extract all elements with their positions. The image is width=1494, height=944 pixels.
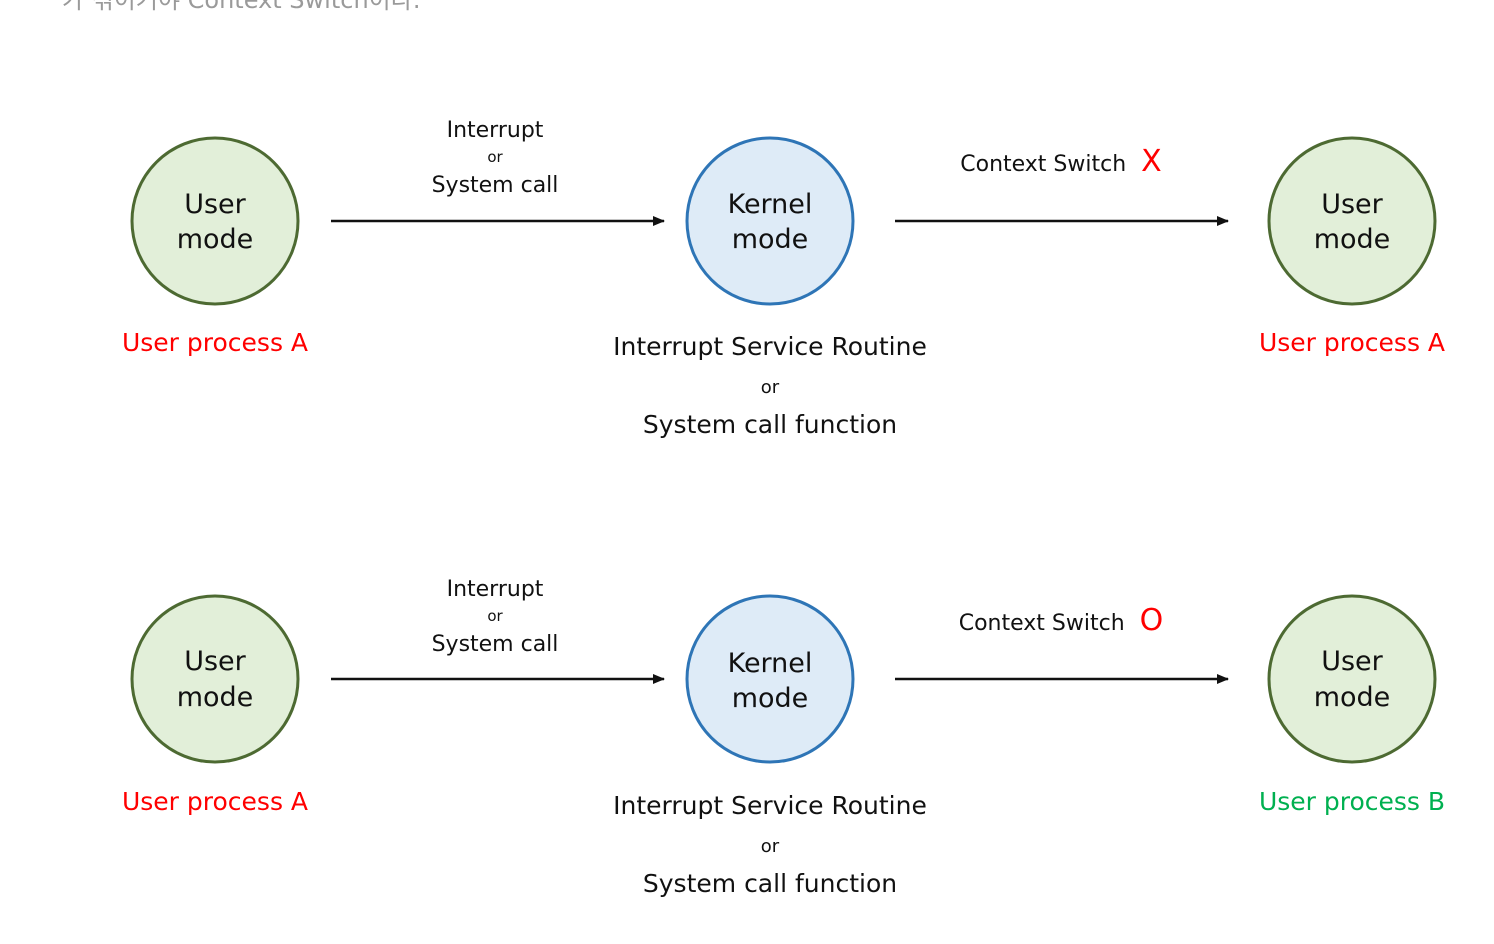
node-label-line1: User (1321, 646, 1383, 677)
kernel-mode-node-2: Kernel mode (685, 594, 855, 764)
node-label-line1: User (1321, 189, 1383, 220)
kernel-mode-circle (685, 594, 855, 764)
trigger-line1: Interrupt (447, 118, 544, 143)
kernel-mode-circle (685, 136, 855, 306)
user-mode-node-start-1: User mode (130, 136, 300, 306)
trigger-line2: System call (432, 632, 559, 657)
row-1: User mode User process A Interrupt or Sy… (122, 118, 1445, 439)
node-label-line2: mode (1314, 224, 1391, 255)
trigger-label-1: Interrupt or System call (432, 118, 559, 198)
intro-text: 가 섞이거야 Context Switch이다. (62, 0, 421, 14)
context-switch-label-2: Context Switch O (959, 603, 1164, 638)
kernel-caption-line2: System call function (643, 869, 897, 898)
kernel-caption-line2: System call function (643, 410, 897, 439)
user-mode-circle (1267, 594, 1437, 764)
trigger-or: or (487, 148, 503, 166)
kernel-caption-or: or (761, 377, 780, 398)
context-switch-mark: X (1141, 144, 1162, 179)
kernel-caption-2: Interrupt Service Routine or System call… (613, 791, 927, 898)
context-switch-mark: O (1140, 603, 1164, 638)
user-mode-circle (130, 594, 300, 764)
context-switch-text: Context Switch (959, 611, 1125, 636)
node-label-line2: mode (732, 683, 809, 714)
process-caption-start-1: User process A (122, 328, 308, 357)
node-label-line2: mode (732, 224, 809, 255)
process-caption-end-2: User process B (1259, 787, 1445, 816)
trigger-line2: System call (432, 173, 559, 198)
context-switch-label-1: Context Switch X (960, 144, 1161, 179)
kernel-caption-1: Interrupt Service Routine or System call… (613, 332, 927, 439)
node-label-line1: Kernel (728, 648, 813, 679)
node-label-line2: mode (177, 224, 254, 255)
process-caption-end-1: User process A (1259, 328, 1445, 357)
trigger-or: or (487, 607, 503, 625)
node-label-line1: Kernel (728, 189, 813, 220)
node-label-line1: User (184, 646, 246, 677)
user-mode-node-end-2: User mode (1267, 594, 1437, 764)
node-label-line2: mode (1314, 682, 1391, 713)
process-caption-start-2: User process A (122, 787, 308, 816)
row-2: User mode User process A Interrupt or Sy… (122, 577, 1445, 898)
user-mode-circle (1267, 136, 1437, 306)
trigger-line1: Interrupt (447, 577, 544, 602)
user-mode-node-start-2: User mode (130, 594, 300, 764)
context-switch-text: Context Switch (960, 152, 1126, 177)
user-mode-circle (130, 136, 300, 306)
kernel-caption-or: or (761, 836, 780, 857)
kernel-caption-line1: Interrupt Service Routine (613, 332, 927, 361)
kernel-mode-node-1: Kernel mode (685, 136, 855, 306)
trigger-label-2: Interrupt or System call (432, 577, 559, 657)
node-label-line1: User (184, 189, 246, 220)
node-label-line2: mode (177, 682, 254, 713)
kernel-caption-line1: Interrupt Service Routine (613, 791, 927, 820)
user-mode-node-end-1: User mode (1267, 136, 1437, 306)
